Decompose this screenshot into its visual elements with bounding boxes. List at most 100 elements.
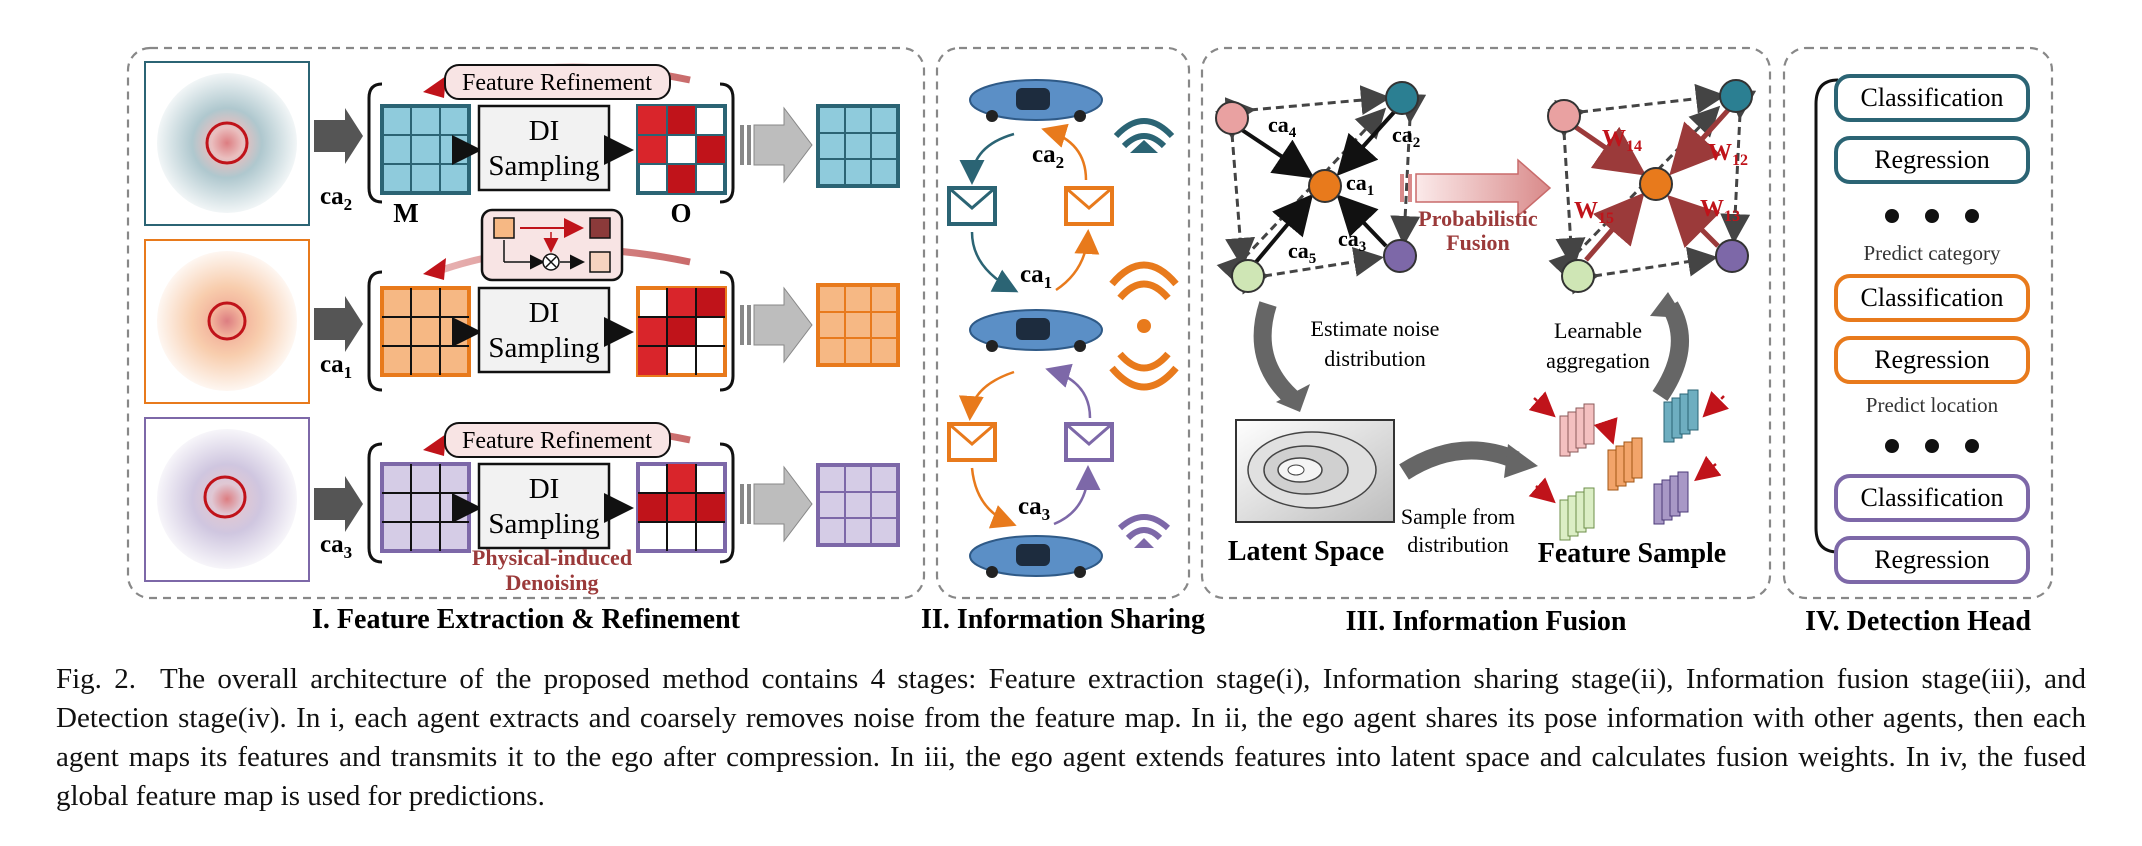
section-feature-extraction: ca2 Feature Refinement DI Sampling (126, 46, 926, 635)
di-sampling-box (477, 104, 611, 192)
left-bracket (367, 270, 383, 392)
sampling-label: Sampling (488, 150, 599, 182)
predict-category-label: Predict category (1863, 241, 2001, 265)
o-label: O (670, 198, 691, 228)
regression-box (1834, 336, 2030, 384)
caption-text: The overall architecture of the proposed… (56, 663, 2087, 812)
car-ca2-icon (969, 79, 1103, 122)
car-label: ca1 (1020, 261, 1052, 292)
ellipsis-dot (1885, 209, 1899, 223)
di-sampling-box (477, 462, 611, 550)
denoising-label-2: Denoising (506, 570, 599, 595)
ellipsis-dot (1965, 439, 1979, 453)
refinement-module-icon (480, 208, 624, 282)
agent-row-ca1: ca1 (144, 208, 900, 404)
sample-label-1: Sample from (1401, 504, 1515, 529)
right-bracket (719, 82, 735, 204)
regression-box (1834, 136, 2030, 184)
car-label: ca3 (1018, 493, 1050, 524)
classification-box (1834, 74, 2030, 122)
agent-graph: ca4 ca2 ca1 ca5 ca3 (1215, 81, 1427, 295)
output-arrow-icon (740, 106, 813, 184)
edge-label: ca2 (1392, 122, 1420, 151)
sampling-label: Sampling (488, 332, 599, 364)
section3-border (1200, 46, 1772, 600)
predict-location-label: Predict location (1866, 393, 1999, 417)
feature-sample-stacks (1528, 389, 1729, 541)
grid-O (636, 104, 727, 195)
agent-label: ca1 (320, 351, 352, 382)
feature-refinement-box (444, 64, 671, 100)
weight-label: W15 (1574, 198, 1614, 227)
arrow-head-icon (1276, 384, 1310, 412)
orange-arrow-icon (970, 467, 1017, 529)
grid-O (636, 462, 727, 553)
output-grid (816, 104, 900, 188)
section-information-sharing: ca2 ca1 (921, 46, 1205, 635)
edge-label: ca5 (1288, 238, 1316, 267)
di-label: DI (529, 297, 560, 329)
classification-label: Classification (1861, 483, 2004, 512)
right-bracket (719, 442, 735, 564)
sampling-label: Sampling (488, 508, 599, 540)
feature-sample-label: Feature Sample (1538, 538, 1726, 569)
learnable-label-2: aggregation (1546, 348, 1650, 373)
edge-label: ca3 (1338, 226, 1366, 255)
left-bracket (1814, 78, 1839, 554)
arrow-head-icon (1504, 444, 1538, 478)
car-ca1-icon (969, 309, 1103, 352)
weight-label: W13 (1700, 196, 1740, 225)
output-arrow-icon (740, 465, 813, 543)
section4-border (1782, 46, 2054, 600)
feature-refinement-label: Feature Refinement (462, 428, 652, 454)
curved-arrow-icon (1652, 301, 1689, 402)
envelope-orange-icon (947, 422, 997, 462)
output-grid (816, 283, 900, 367)
classification-box (1834, 274, 2030, 322)
section1-border (126, 46, 926, 600)
curved-arrow-icon (1253, 301, 1299, 405)
m-label: M (393, 198, 418, 228)
orange-arrow-icon (958, 370, 1015, 421)
figure-caption: Fig. 2.The overall architecture of the p… (56, 660, 2086, 816)
section3-title: III. Information Fusion (1346, 606, 1627, 637)
teal-arrow-icon (959, 132, 1015, 185)
grid-M (380, 104, 471, 195)
section-detection-head: Classification Regression Predict catego… (1782, 46, 2054, 637)
architecture-figure: ca2 Feature Refinement DI Sampling (126, 46, 2054, 637)
teal-arrow-icon (970, 231, 1019, 293)
car-ca3-icon (969, 535, 1103, 578)
purple-arrow-icon (1045, 363, 1092, 419)
ellipsis-dot (1925, 209, 1939, 223)
arrow-icon (314, 476, 363, 532)
classification-box (1834, 474, 2030, 522)
classification-label: Classification (1861, 283, 2004, 312)
lidar-scan (157, 251, 297, 391)
figure-number: Fig. 2. (56, 663, 137, 695)
probabilistic-label: Probabilistic (1418, 206, 1538, 231)
agent-row-ca3: ca3 Feature Refinement DI Sampling (144, 417, 900, 595)
estimate-label-1: Estimate noise (1311, 316, 1440, 341)
ellipsis-dot (1925, 439, 1939, 453)
lidar-center-ring (203, 475, 247, 519)
grid-O (636, 286, 727, 377)
arrow-head-icon (1650, 292, 1684, 318)
estimate-label-2: distribution (1324, 346, 1425, 371)
regression-label: Regression (1874, 345, 1990, 374)
output-grid (816, 463, 900, 547)
grid-M (380, 462, 471, 553)
section1-title: I. Feature Extraction & Refinement (312, 604, 741, 635)
di-label: DI (529, 473, 560, 505)
agent-row-ca2: ca2 Feature Refinement DI Sampling (144, 61, 900, 228)
feature-refinement-label: Feature Refinement (462, 70, 652, 96)
envelope-purple-icon (1064, 422, 1114, 462)
orange-arrow-icon (1055, 229, 1100, 292)
section2-title: II. Information Sharing (921, 604, 1205, 635)
classification-label: Classification (1861, 83, 2004, 112)
weighted-graph: W14 W12 W15 W13 (1547, 79, 1757, 295)
weight-label: W12 (1708, 140, 1748, 169)
regression-box (1834, 536, 2030, 584)
arrow-head-icon (423, 76, 446, 98)
di-label: DI (529, 115, 560, 147)
regression-label: Regression (1874, 545, 1990, 574)
